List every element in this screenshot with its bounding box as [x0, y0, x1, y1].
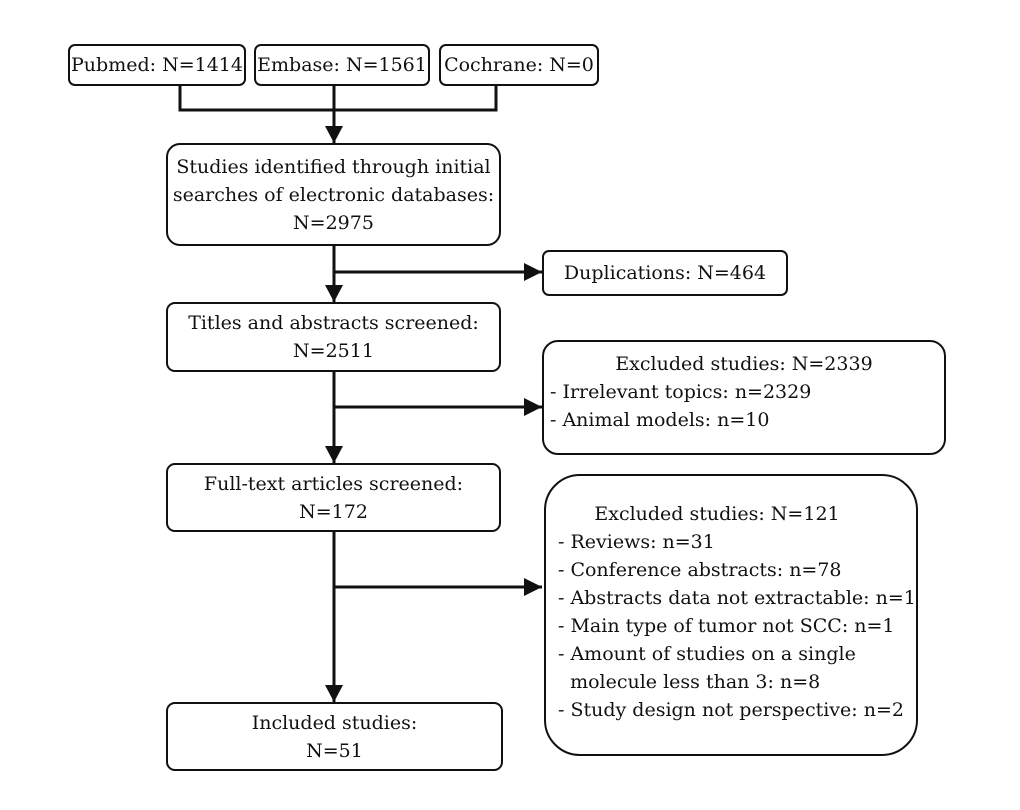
- pubmed-box: Pubmed: N=1414: [68, 44, 246, 86]
- excluded-box-2: Excluded studies: N=121 - Reviews: n=31 …: [544, 474, 918, 756]
- fulltext-count: N=172: [299, 500, 368, 523]
- excluded1-header: Excluded studies: N=2339: [615, 353, 873, 375]
- identified-box: Studies identified through initial searc…: [166, 143, 501, 246]
- excluded1-item: - Irrelevant topics: n=2329: [550, 381, 812, 403]
- excluded2-item: - Study design not perspective: n=2: [558, 699, 904, 721]
- cochrane-label: Cochrane: N=0: [444, 54, 594, 76]
- duplications-label: Duplications: N=464: [563, 262, 767, 284]
- included-count: N=51: [306, 739, 363, 762]
- excluded1-item: - Animal models: n=10: [550, 409, 770, 431]
- included-box: Included studies: N=51: [166, 702, 503, 771]
- screened-count: N=2511: [293, 340, 374, 362]
- excluded2-header: Excluded studies: N=121: [594, 503, 840, 525]
- excluded2-item: - Main type of tumor not SCC: n=1: [558, 615, 895, 637]
- excluded2-item: - Conference abstracts: n=78: [558, 559, 842, 581]
- fulltext-line1: Full-text articles screened:: [203, 472, 464, 495]
- screened-box: Titles and abstracts screened: N=2511: [166, 302, 501, 372]
- excluded2-item: - Reviews: n=31: [558, 531, 715, 553]
- pubmed-label: Pubmed: N=1414: [71, 54, 243, 76]
- identified-line1: Studies identified through initial: [176, 155, 491, 178]
- fulltext-box: Full-text articles screened: N=172: [166, 463, 501, 532]
- identified-line2: searches of electronic databases:: [172, 183, 495, 206]
- cochrane-box: Cochrane: N=0: [439, 44, 599, 86]
- embase-label: Embase: N=1561: [257, 54, 427, 76]
- screened-line1: Titles and abstracts screened:: [188, 312, 479, 334]
- excluded2-item: - Amount of studies on a single: [558, 643, 856, 665]
- included-line1: Included studies:: [251, 711, 418, 734]
- excluded-box-1: Excluded studies: N=2339 - Irrelevant to…: [542, 340, 946, 455]
- excluded2-item: molecule less than 3: n=8: [558, 671, 821, 693]
- embase-box: Embase: N=1561: [254, 44, 430, 86]
- identified-count: N=2975: [293, 211, 374, 234]
- sources-merge-line: [178, 85, 498, 112]
- excluded2-item: - Abstracts data not extractable: n=1: [558, 587, 916, 609]
- duplications-box: Duplications: N=464: [542, 250, 788, 296]
